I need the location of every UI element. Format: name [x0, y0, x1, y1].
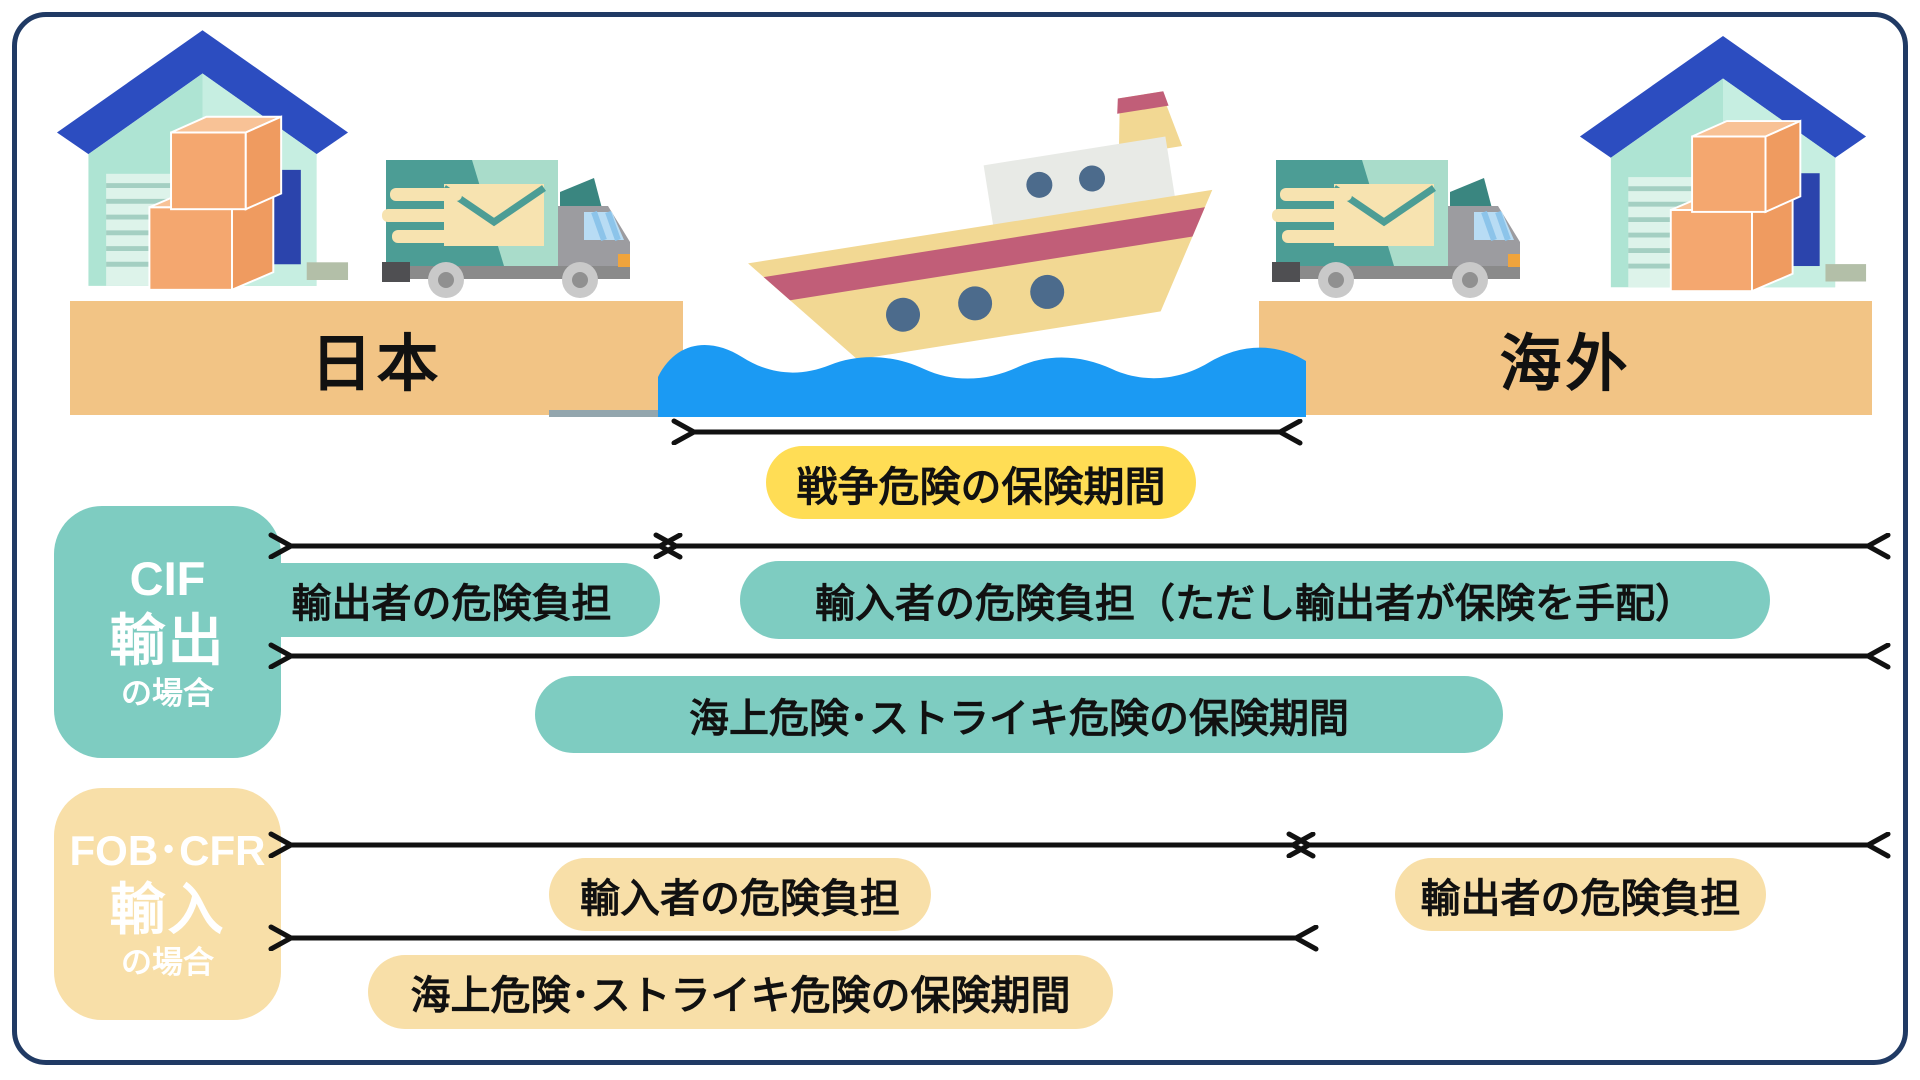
fob-marine-strike-period-pill: 海上危険･ストライキ危険の保険期間: [368, 955, 1113, 1029]
fob-badge-line3: の場合: [121, 945, 214, 980]
truck-icon: [382, 150, 644, 308]
fob-importer-risk-pill: 輸入者の危険負担: [549, 858, 931, 931]
cif-badge-line2: 輸出: [109, 609, 226, 672]
cif-marine-strike-period-pill: 海上危険･ストライキ危険の保険期間: [535, 676, 1503, 753]
overseas-label: 海外: [1499, 330, 1632, 399]
japan-label: 日本: [310, 330, 443, 399]
fob-badge-line2: 輸入: [109, 878, 226, 941]
cif-exporter-risk-pill: 輸出者の危険負担: [243, 563, 660, 637]
cif-badge-line3: の場合: [121, 676, 214, 711]
overseas-land: 海外: [1259, 301, 1872, 415]
ship-icon: [748, 91, 1228, 366]
warehouse-icon: [1578, 18, 1868, 313]
warehouse-icon: [55, 12, 350, 312]
japan-land: 日本: [70, 301, 683, 415]
fob-cfr-import-badge: FOB･CFR 輸入 の場合: [54, 788, 281, 1020]
sea-waves: [658, 325, 1306, 417]
cif-export-badge: CIF 輸出 の場合: [54, 506, 281, 758]
cif-importer-risk-pill: 輸入者の危険負担（ただし輸出者が保険を手配）: [740, 561, 1770, 639]
fob-exporter-risk-pill: 輸出者の危険負担: [1395, 858, 1766, 931]
pier-edge: [549, 410, 683, 417]
war-risk-pill: 戦争危険の保険期間: [766, 446, 1196, 519]
fob-badge-line1: FOB･CFR: [69, 827, 266, 874]
cif-badge-line1: CIF: [129, 552, 206, 605]
truck-icon: [1272, 150, 1534, 308]
